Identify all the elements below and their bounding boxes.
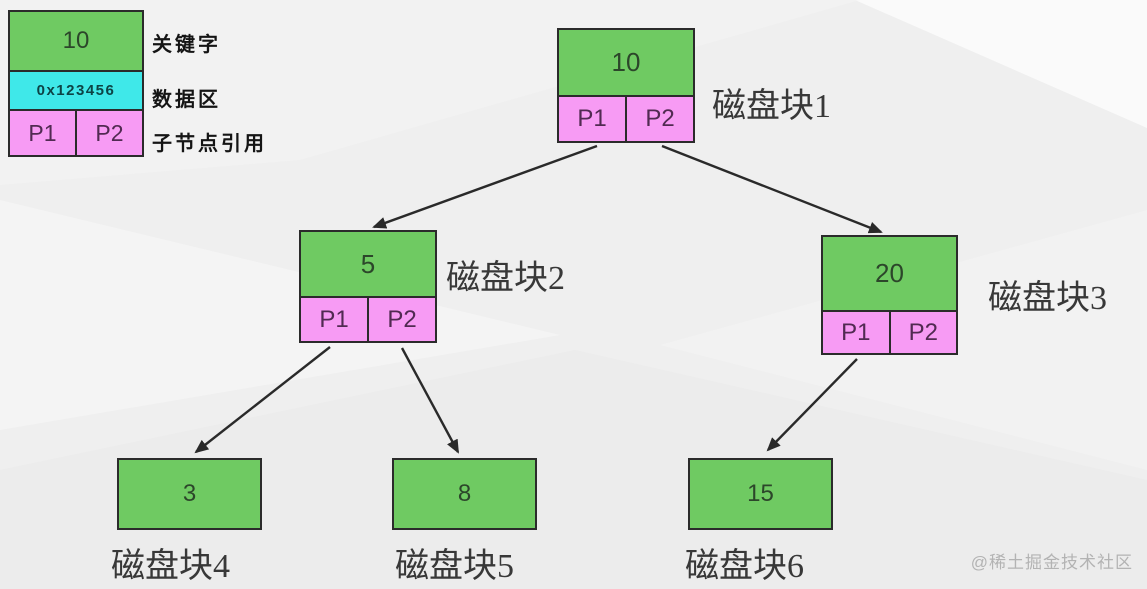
disk-block-5: 8: [392, 458, 537, 530]
juejin-watermark: @稀土掘金技术社区: [970, 553, 1133, 572]
disk-block-1-label: 磁盘块1: [712, 88, 831, 125]
key-cell: 15: [688, 458, 833, 530]
key-cell: 5: [299, 230, 437, 298]
disk-block-4: 3: [117, 458, 262, 530]
legend-key-label: 关键字: [152, 34, 221, 56]
legend-pointer-label: 子节点引用: [152, 133, 267, 155]
legend-pointer-p1: P1: [8, 109, 77, 157]
legend-data-cell: 0x123456: [8, 70, 144, 111]
legend-data-label: 数据区: [152, 89, 221, 111]
pointer-p1: P1: [557, 95, 627, 143]
disk-block-2: 5 P1 P2: [299, 230, 437, 343]
disk-block-3-label: 磁盘块3: [988, 280, 1107, 317]
pointer-p2: P2: [625, 95, 695, 143]
pointer-p2: P2: [367, 296, 437, 343]
disk-block-5-label: 磁盘块5: [395, 548, 514, 585]
disk-block-1: 10 P1 P2: [557, 28, 695, 143]
key-cell: 3: [117, 458, 262, 530]
legend-key-cell: 10: [8, 10, 144, 72]
key-cell: 10: [557, 28, 695, 97]
key-cell: 20: [821, 235, 958, 312]
pointer-p2: P2: [888, 310, 958, 355]
disk-block-4-label: 磁盘块4: [111, 548, 230, 585]
disk-block-6-label: 磁盘块6: [685, 548, 804, 585]
key-cell: 8: [392, 458, 537, 530]
pointer-p1: P1: [299, 296, 369, 343]
legend-sample-node: 10 0x123456 P1 P2: [8, 10, 144, 157]
disk-block-3: 20 P1 P2: [821, 235, 958, 355]
legend-pointer-p2: P2: [75, 109, 144, 157]
pointer-p1: P1: [821, 310, 891, 355]
disk-block-6: 15: [688, 458, 833, 530]
disk-block-2-label: 磁盘块2: [446, 260, 565, 297]
